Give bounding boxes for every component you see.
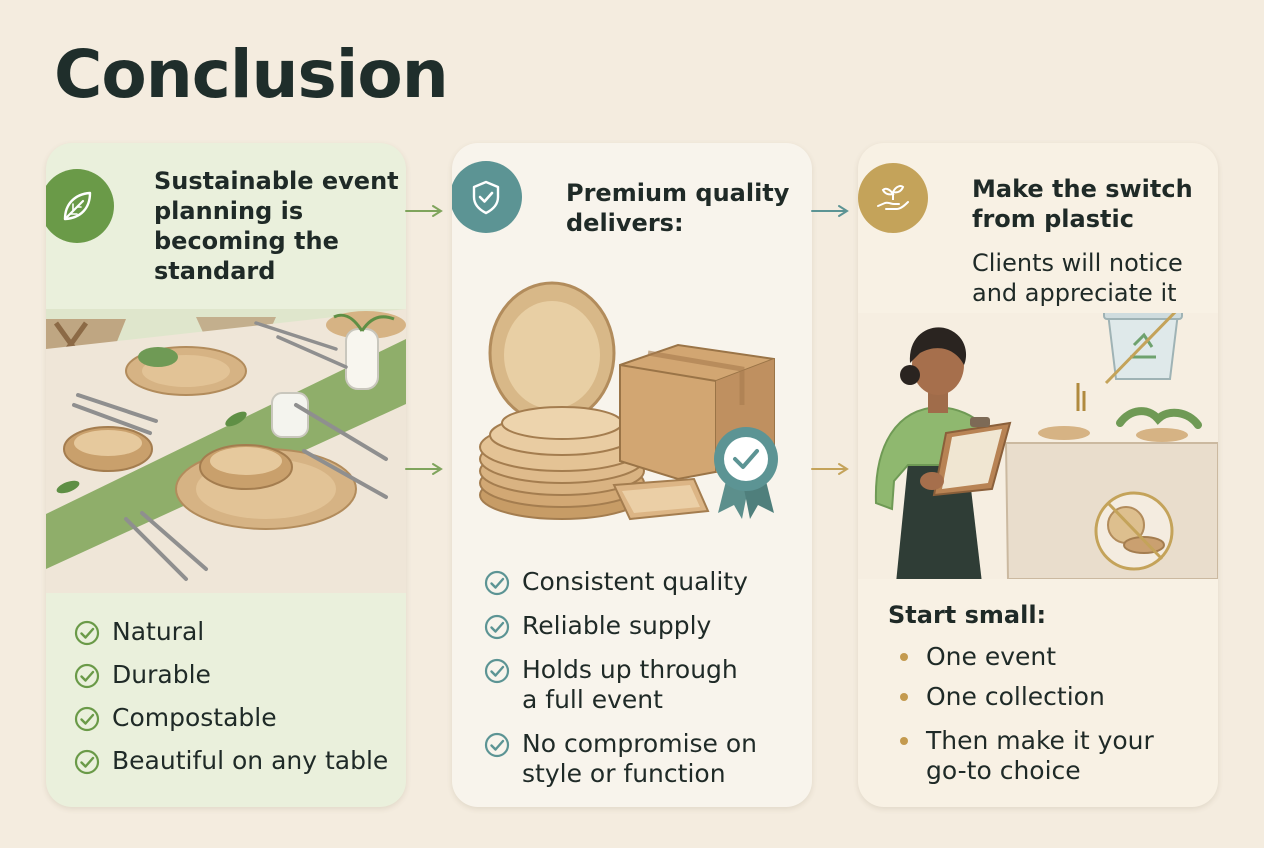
- card-3-title: Make the switch from plastic: [972, 175, 1193, 233]
- start-small-heading: Start small:: [888, 601, 1047, 629]
- card-premium-quality: Premium quality delivers:: [452, 143, 812, 807]
- event-planner-person: [874, 327, 1012, 579]
- check-circle-icon: [484, 732, 510, 758]
- start-small-list: One event One collection Then make it yo…: [900, 642, 1154, 786]
- list-item: Durable: [74, 660, 388, 690]
- plates-box-illustration: [479, 281, 778, 521]
- award-ribbon: [714, 427, 778, 519]
- list-item: Consistent quality: [484, 567, 757, 597]
- leaf-badge: [46, 169, 114, 243]
- check-circle-icon: [484, 658, 510, 684]
- arrow-right-icon: [405, 205, 443, 217]
- plastic-bin-crossed: [1103, 313, 1183, 385]
- check-circle-icon: [74, 706, 100, 732]
- list-item: One event: [900, 642, 1154, 672]
- table-setting-illustration: [46, 309, 406, 593]
- shield-badge: [452, 161, 522, 233]
- page-title: Conclusion: [54, 36, 449, 113]
- card-2-benefits-list: Consistent quality Reliable supply Holds…: [484, 567, 757, 789]
- leaf-icon: [63, 191, 92, 221]
- list-item: Beautiful on any table: [74, 746, 388, 776]
- arrow-right-icon: [811, 463, 849, 475]
- arrow-right-icon: [405, 463, 443, 475]
- event-planner-illustration: [858, 313, 1218, 579]
- plates-crossed-sticker: [1094, 491, 1174, 571]
- card-3-subtitle: Clients will notice and appreciate it: [972, 249, 1183, 307]
- plate-stack: [479, 406, 645, 520]
- bullet-dot-icon: [900, 737, 908, 745]
- check-circle-icon: [74, 749, 100, 775]
- list-item: One collection: [900, 682, 1154, 712]
- hand-plant-badge: [858, 163, 928, 233]
- check-circle-icon: [484, 614, 510, 640]
- arrow-right-icon: [811, 205, 849, 217]
- check-circle-icon: [74, 620, 100, 646]
- list-item: Reliable supply: [484, 611, 757, 641]
- bullet-dot-icon: [900, 653, 908, 661]
- hand-plant-icon: [877, 185, 909, 210]
- bullet-dot-icon: [900, 693, 908, 701]
- card-make-the-switch: Make the switch from plastic Clients wil…: [858, 143, 1218, 807]
- list-item: Compostable: [74, 703, 388, 733]
- check-circle-icon: [74, 663, 100, 689]
- shield-check-icon: [472, 180, 500, 215]
- list-item: Natural: [74, 617, 388, 647]
- card-1-benefits-list: Natural Durable Compostable Beautiful on…: [74, 617, 388, 776]
- card-sustainable-planning: Sustainable event planning is becoming t…: [46, 143, 406, 807]
- check-circle-icon: [484, 570, 510, 596]
- card-2-title: Premium quality delivers:: [566, 179, 790, 237]
- card-1-title: Sustainable event planning is becoming t…: [154, 167, 399, 285]
